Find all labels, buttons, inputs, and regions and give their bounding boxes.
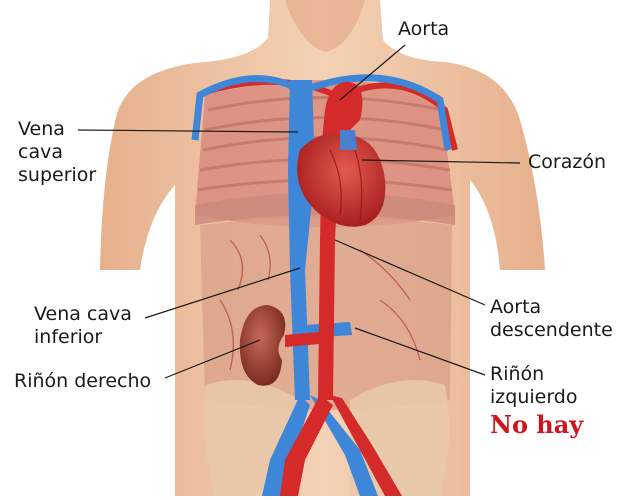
no-hay-annotation: No hay xyxy=(490,410,583,439)
label-aorta-descendente-line2: descendente xyxy=(490,319,613,342)
label-vena-cava-inferior: Vena cava inferior xyxy=(34,303,132,349)
label-aorta: Aorta xyxy=(398,18,449,41)
label-corazon-text: Corazón xyxy=(528,151,606,174)
label-vena-cava-inferior-line2: inferior xyxy=(34,326,132,349)
label-vena-cava-inferior-line1: Vena cava xyxy=(34,303,132,326)
label-vena-cava-superior-line2: cava xyxy=(18,141,96,164)
label-aorta-text: Aorta xyxy=(398,18,449,41)
label-rinon-derecho-text: Riñón derecho xyxy=(14,370,151,393)
label-rinon-izquierdo-line1: Riñón xyxy=(490,363,578,386)
label-rinon-derecho: Riñón derecho xyxy=(14,370,151,393)
label-rinon-izquierdo: Riñón izquierdo xyxy=(490,363,578,409)
label-vena-cava-superior-line1: Vena xyxy=(18,118,96,141)
label-aorta-descendente-line1: Aorta xyxy=(490,296,613,319)
label-vena-cava-superior: Vena cava superior xyxy=(18,118,96,187)
label-aorta-descendente: Aorta descendente xyxy=(490,296,613,342)
label-rinon-izquierdo-line2: izquierdo xyxy=(490,386,578,409)
label-corazon: Corazón xyxy=(528,151,606,174)
label-vena-cava-superior-line3: superior xyxy=(18,164,96,187)
